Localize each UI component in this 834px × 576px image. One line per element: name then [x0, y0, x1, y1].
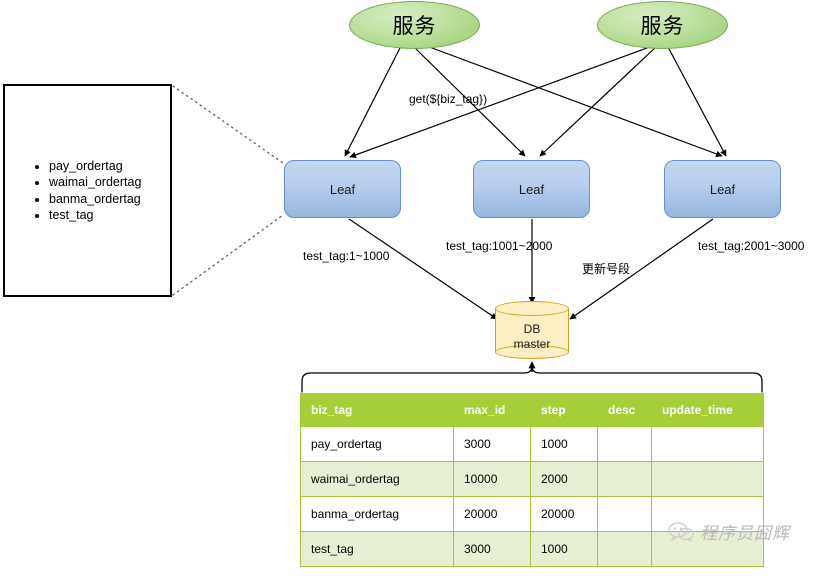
cell-desc — [597, 531, 652, 567]
edge-label-range-leaf2: test_tag:1001~2000 — [446, 239, 553, 253]
cell-max-id: 10000 — [453, 461, 531, 497]
column-header-biz-tag: biz_tag — [300, 393, 454, 427]
table-header-row: biz_tag max_id step desc update_time — [300, 393, 764, 427]
cell-max-id: 3000 — [453, 531, 531, 567]
cell-desc — [597, 461, 652, 497]
biz-tag-table: biz_tag max_id step desc update_time pay… — [300, 393, 764, 567]
callout-line-top — [172, 85, 284, 164]
callout-line-bottom — [172, 214, 284, 296]
list-item: pay_ordertag — [49, 158, 141, 175]
edge-service2-leaf1 — [349, 44, 656, 159]
db-master-node[interactable]: DB master — [495, 301, 569, 359]
edge-label-range-leaf1: test_tag:1~1000 — [303, 249, 390, 263]
edge-service2-leaf2 — [539, 45, 658, 157]
table-row: banma_ordertag 20000 20000 — [300, 496, 764, 532]
cell-step: 20000 — [530, 496, 598, 532]
column-header-step: step — [530, 393, 598, 427]
service-node-2[interactable]: 服务 — [597, 1, 728, 49]
cell-max-id: 20000 — [453, 496, 531, 532]
cell-step: 1000 — [530, 426, 598, 462]
edge-label-get-call: get(${biz_tag}) — [409, 92, 488, 106]
edge-service1-leaf3 — [423, 44, 723, 158]
column-header-max-id: max_id — [453, 393, 531, 427]
cell-update-time — [651, 426, 764, 462]
leaf-node-2[interactable]: Leaf — [473, 160, 590, 218]
cell-biz-tag: pay_ordertag — [300, 426, 454, 462]
cell-update-time — [651, 531, 764, 567]
edge-leaf1-db — [348, 218, 498, 320]
cell-biz-tag: test_tag — [300, 531, 454, 567]
table-row: pay_ordertag 3000 1000 — [300, 426, 764, 462]
cell-biz-tag: waimai_ordertag — [300, 461, 454, 497]
cylinder-bottom — [495, 345, 569, 359]
edge-label-range-leaf3: test_tag:2001~3000 — [698, 239, 805, 253]
edge-service2-leaf3 — [667, 46, 727, 157]
cell-update-time — [651, 461, 764, 497]
column-header-desc: desc — [597, 393, 652, 427]
leaf-label: Leaf — [518, 181, 545, 197]
service-label: 服务 — [392, 15, 437, 38]
biz-tag-list: pay_ordertag waimai_ordertag banma_order… — [5, 158, 141, 224]
cylinder-top — [495, 301, 569, 316]
leaf-node-3[interactable]: Leaf — [664, 160, 781, 218]
table-row: test_tag 3000 1000 — [300, 531, 764, 567]
edge-leaf3-db — [569, 218, 714, 320]
cell-desc — [597, 496, 652, 532]
db-label-line2: master — [513, 337, 551, 351]
db-label: DB master — [495, 315, 569, 359]
leaf-label: Leaf — [329, 181, 356, 197]
service-label: 服务 — [640, 15, 685, 38]
table-row: waimai_ordertag 10000 2000 — [300, 461, 764, 497]
column-header-update-time: update_time — [651, 393, 764, 427]
list-item: waimai_ordertag — [49, 174, 141, 191]
edge-service1-leaf2 — [413, 46, 526, 157]
cell-biz-tag: banma_ordertag — [300, 496, 454, 532]
list-item: test_tag — [49, 207, 141, 224]
cell-desc — [597, 426, 652, 462]
biz-tag-list-box: pay_ordertag waimai_ordertag banma_order… — [3, 84, 172, 297]
service-node-1[interactable]: 服务 — [349, 1, 480, 49]
edge-label-update-segment: 更新号段 — [582, 262, 631, 276]
db-label-line1: DB — [523, 322, 541, 336]
cell-step: 1000 — [530, 531, 598, 567]
leaf-node-1[interactable]: Leaf — [284, 160, 401, 218]
list-item: banma_ordertag — [49, 191, 141, 208]
leaf-label: Leaf — [709, 181, 736, 197]
edge-service1-leaf1 — [344, 45, 402, 157]
cell-step: 2000 — [530, 461, 598, 497]
cell-max-id: 3000 — [453, 426, 531, 462]
cell-update-time — [651, 496, 764, 532]
